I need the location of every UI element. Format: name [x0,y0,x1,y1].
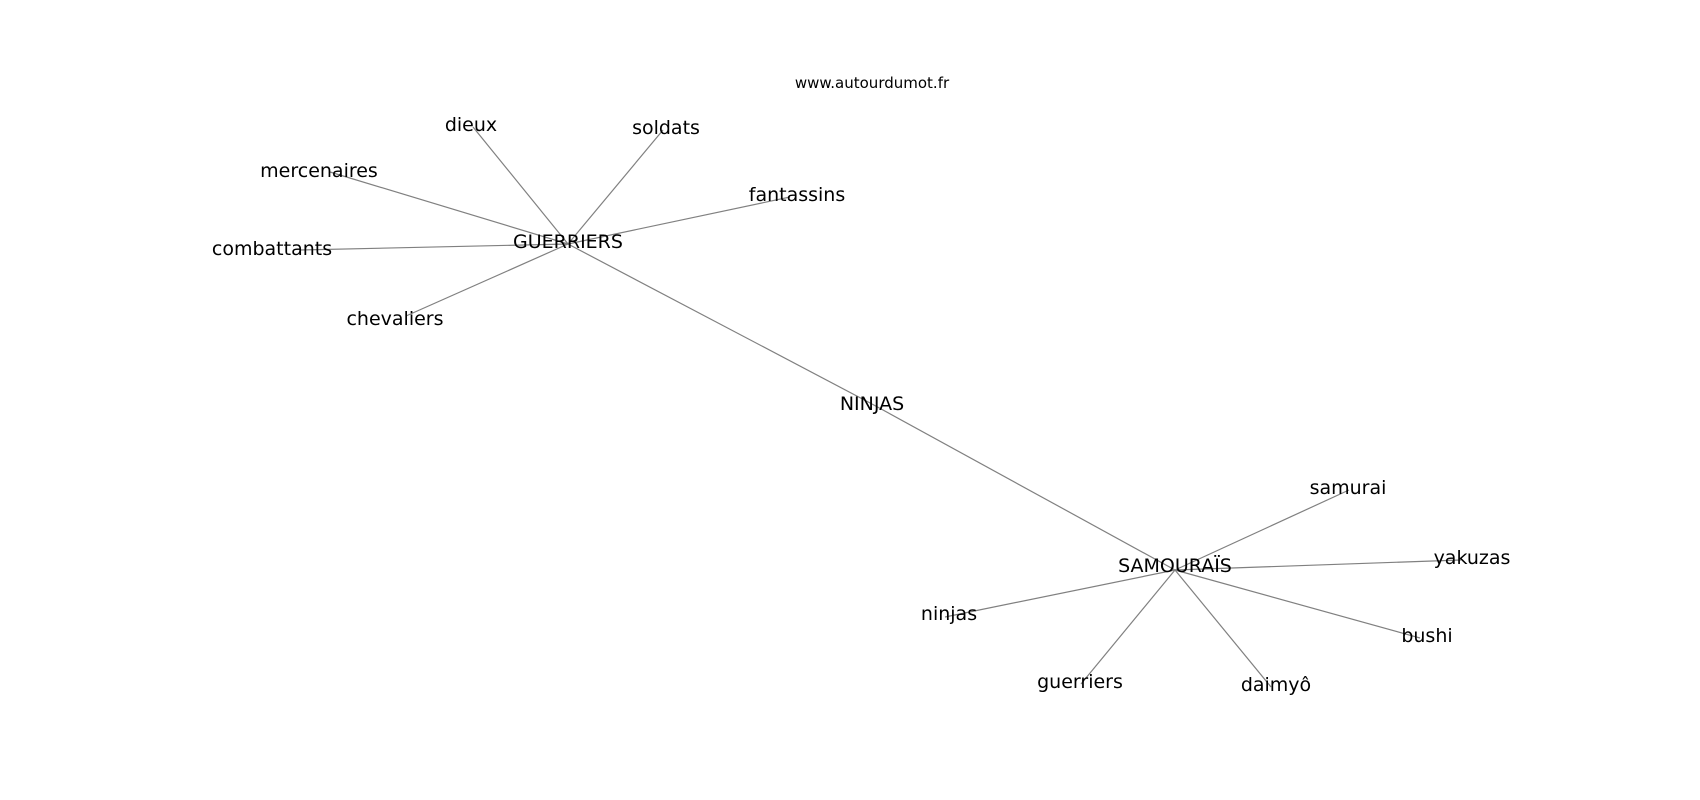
node-label-fantassins: fantassins [749,184,845,206]
node-label-combattants: combattants [212,238,332,260]
node-label-yakuzas: yakuzas [1434,547,1511,569]
edge-samourais-hub-guerriers [1080,569,1176,685]
edge-samourais-hub-samurai [1174,489,1350,571]
node-label-samurai: samurai [1310,477,1387,499]
edge-guerriers-hub-fantassins [567,196,791,245]
node-label-ninjas: ninjas [921,603,977,625]
site-watermark: www.autourdumot.fr [795,74,950,92]
edge-samourais-hub-yakuzas [1174,559,1462,571]
node-label-samourais-hub: SAMOURAÏS [1118,554,1232,577]
edge-samourais-hub-ninjas [944,569,1176,618]
node-label-bushi: bushi [1401,625,1452,647]
edge-guerriers-hub-mercenaires [329,171,569,245]
node-label-soldats: soldats [632,117,700,139]
node-label-dieux: dieux [445,114,497,136]
node-label-mercenaires: mercenaires [260,160,378,182]
edges-group [299,126,1462,688]
edge-ninjas-center-samourais-hub [871,403,1176,571]
edge-guerriers-hub-dieux [472,126,569,245]
edge-guerriers-hub-ninjas-center [567,243,873,405]
node-label-daimyo: daimyô [1241,674,1311,696]
nodes-group: NINJAS GUERRIERS SAMOURAÏS dieux soldats merc… [212,114,1511,696]
node-label-guerriers-hub: GUERRIERS [513,231,623,253]
edge-samourais-hub-bushi [1174,569,1421,639]
node-label-chevaliers: chevaliers [346,308,443,330]
edge-guerriers-hub-soldats [567,129,664,245]
node-label-ninjas-center: NINJAS [840,393,904,415]
edge-guerriers-hub-combattants [299,243,569,251]
node-label-guerriers: guerriers [1037,671,1123,693]
edge-samourais-hub-daimyo [1174,569,1272,688]
edge-guerriers-hub-chevaliers [405,243,569,317]
